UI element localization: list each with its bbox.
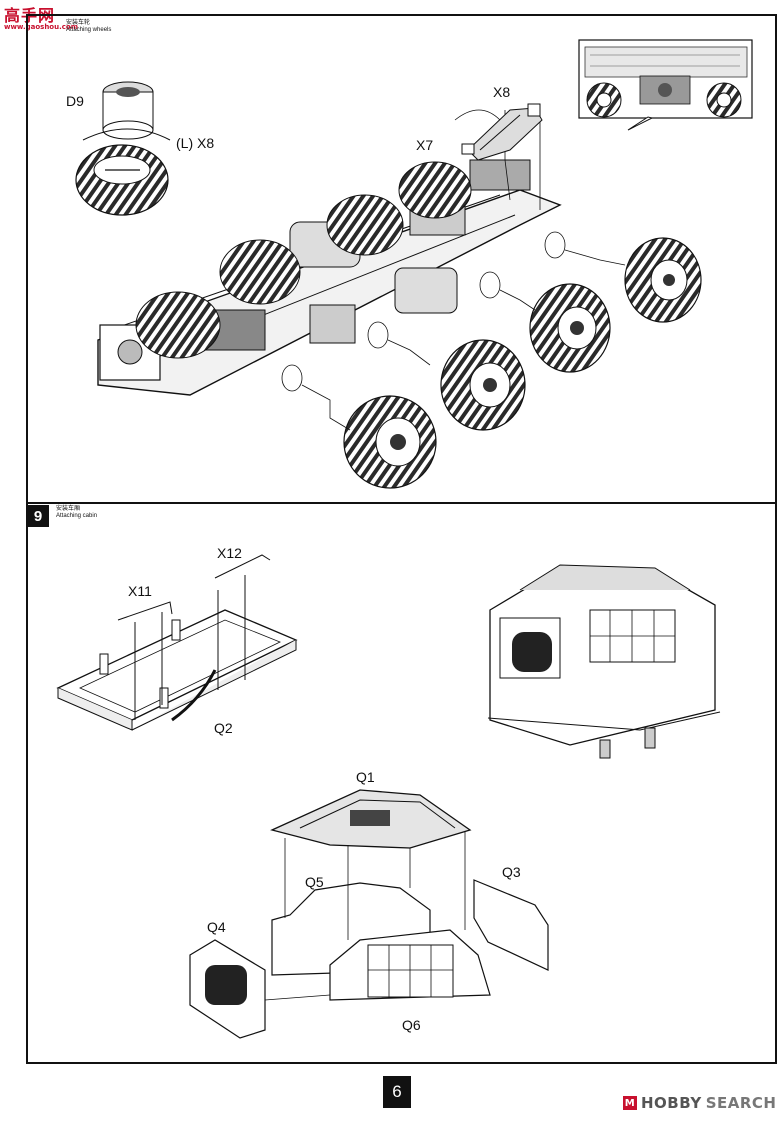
cabin-roof: [270, 789, 472, 849]
label-q5: Q5: [305, 874, 324, 890]
wheel-second: [440, 339, 526, 431]
label-x8: X8: [493, 84, 510, 100]
wheel-third: [529, 283, 611, 373]
cabin-panel-q4: [189, 939, 266, 1039]
cabin-panel-q3: [473, 879, 549, 971]
label-d9: D9: [66, 93, 84, 109]
label-q6: Q6: [402, 1017, 421, 1033]
label-q1: Q1: [356, 769, 375, 785]
wheel-rear: [624, 237, 702, 323]
detached-wheels: [343, 237, 702, 489]
instruction-frame: [26, 14, 777, 1064]
label-q2: Q2: [214, 720, 233, 736]
hobbysearch-mark-icon: M: [623, 1096, 637, 1110]
label-x12: X12: [217, 545, 242, 561]
cabin-base-frame: [56, 609, 298, 731]
cabin-leader-lines: [264, 832, 466, 1001]
hub-leader-lines: [281, 109, 626, 431]
label-x11: X11: [128, 583, 152, 599]
page-number: 6: [383, 1076, 411, 1108]
label-l-x8: (L) X8: [176, 135, 214, 151]
bracket-parts: [461, 103, 543, 161]
step9-caption: 安装车厢 Attaching cabin: [56, 506, 98, 519]
label-q3: Q3: [502, 864, 521, 880]
wheel-front: [343, 395, 437, 489]
inset-detail-view: [578, 39, 753, 131]
assembled-cabin: [487, 564, 721, 759]
step-divider: [26, 502, 777, 504]
cabin-panel-q6: [329, 929, 491, 1001]
hobbysearch-logo: M HOBBY SEARCH: [623, 1094, 777, 1112]
step9-badge: 9: [27, 505, 49, 527]
cabin-rails: [117, 554, 271, 720]
step8-caption: 安装车轮 Attaching wheels: [66, 20, 112, 33]
label-x7: X7: [416, 137, 433, 153]
wheel-assembly-detail: [75, 81, 171, 216]
mounted-wheels: [135, 161, 472, 359]
label-q4: Q4: [207, 919, 226, 935]
